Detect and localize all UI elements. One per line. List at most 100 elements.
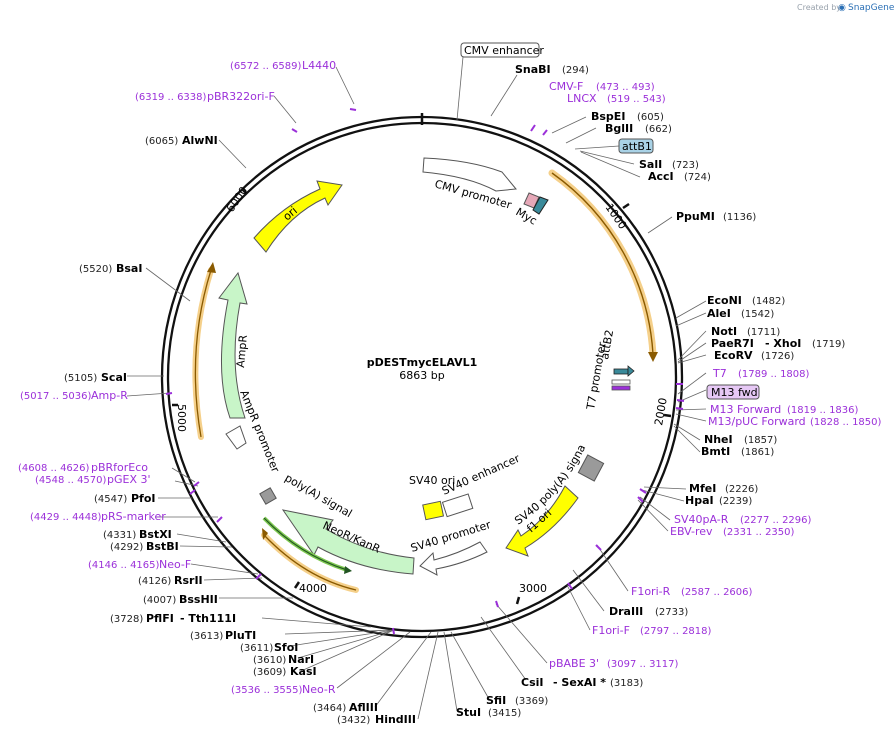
svg-text:AlwNI: AlwNI xyxy=(182,134,218,147)
svg-text:(4007): (4007) xyxy=(143,595,176,606)
boxed-attb1[interactable]: attB1 xyxy=(618,138,654,154)
svg-text:AccI: AccI xyxy=(648,170,674,183)
svg-text:M13/pUC Forward: M13/pUC Forward xyxy=(708,415,806,428)
svg-text:(2277 .. 2296): (2277 .. 2296) xyxy=(740,515,812,526)
svg-text:HindIII: HindIII xyxy=(375,713,416,726)
primer-sv40pa-r: SV40pA-R(2277 .. 2296) xyxy=(674,513,812,526)
svg-text:(3183): (3183) xyxy=(610,678,643,689)
feature-ori[interactable]: ori xyxy=(253,180,343,253)
enzyme-nhei: NheI(1857) xyxy=(704,433,777,446)
enzyme-ppumi: PpuMI(1136) xyxy=(676,210,756,223)
svg-text:(3611): (3611) xyxy=(240,643,273,654)
boxed-cmv-enhancer[interactable]: CMV enhancer xyxy=(460,42,544,58)
svg-text:CsiI: CsiI xyxy=(521,676,543,689)
svg-text:NotI: NotI xyxy=(711,325,737,338)
svg-text:pBR322ori-F: pBR322ori-F xyxy=(207,90,275,103)
feature-sv40-enhancer[interactable]: SV40 enhancer xyxy=(440,452,522,518)
tick-6000: 6000 xyxy=(224,184,251,214)
enzyme-draiii: DraIII(2733) xyxy=(609,605,688,618)
svg-text:(2797 .. 2818): (2797 .. 2818) xyxy=(640,626,712,637)
svg-text:(3415): (3415) xyxy=(488,708,521,719)
boxed-m13-fwd[interactable]: M13 fwd xyxy=(706,384,760,400)
feature-f1-ori[interactable]: f1 ori xyxy=(505,485,579,557)
plasmid-size: 6863 bp xyxy=(399,369,444,382)
enzyme-pfoi: (4547)PfoI xyxy=(94,492,156,505)
svg-text:pRS-marker: pRS-marker xyxy=(101,510,166,523)
enzyme-bsshii: (4007)BssHII xyxy=(143,593,218,606)
svg-text:(4548 .. 4570): (4548 .. 4570) xyxy=(35,475,107,486)
svg-text:T7: T7 xyxy=(712,367,727,380)
feature-myc[interactable]: Myc xyxy=(514,192,549,228)
feature-sv40-promoter[interactable]: SV40 promoter xyxy=(409,518,493,576)
svg-text:(1136): (1136) xyxy=(723,212,756,223)
svg-text:EcoNI: EcoNI xyxy=(707,294,742,307)
svg-text:ScaI: ScaI xyxy=(101,371,127,384)
svg-text:EBV-rev: EBV-rev xyxy=(670,525,713,538)
svg-text:(6065): (6065) xyxy=(145,136,178,147)
primer-pbr322ori-f: (6319 .. 6338)pBR322ori-F xyxy=(135,90,275,103)
attb2-label: attB2 xyxy=(598,329,616,361)
svg-text:(3464): (3464) xyxy=(313,703,346,714)
svg-text:PaeR7I: PaeR7I xyxy=(711,337,754,350)
svg-text:(2226): (2226) xyxy=(725,484,758,495)
svg-text:(519 .. 543): (519 .. 543) xyxy=(607,94,666,105)
svg-text:CMV enhancer: CMV enhancer xyxy=(464,44,544,57)
svg-text:(1726): (1726) xyxy=(761,351,794,362)
svg-text:PflFI: PflFI xyxy=(146,612,174,625)
enzyme-nari: (3610)NarI xyxy=(253,653,314,666)
svg-text:(294): (294) xyxy=(562,65,589,76)
svg-text:(662): (662) xyxy=(645,124,672,135)
svg-text:(3432): (3432) xyxy=(337,715,370,726)
enzyme-bglii: BglII(662) xyxy=(605,122,672,135)
feature-ampr-orf[interactable] xyxy=(192,262,216,440)
svg-text:(605): (605) xyxy=(637,112,664,123)
primer-lncx: LNCX (519 .. 543) xyxy=(567,92,666,105)
svg-text:(1542): (1542) xyxy=(741,309,774,320)
svg-text:(5017 .. 5036): (5017 .. 5036) xyxy=(20,391,92,402)
svg-text:PfoI: PfoI xyxy=(131,492,156,505)
svg-text:SfoI: SfoI xyxy=(274,641,298,654)
enzyme-scai: (5105)ScaI xyxy=(64,371,127,384)
feature-sv40-ori[interactable]: SV40 ori xyxy=(409,474,455,521)
enzyme-acci: AccI (724) xyxy=(648,170,711,183)
svg-text:(3610): (3610) xyxy=(253,655,286,666)
enzyme-snabi: SnaBI(294) xyxy=(515,63,589,76)
svg-text:(724): (724) xyxy=(684,172,711,183)
primer-prs-marker: (4429 .. 4448)pRS-marker xyxy=(30,510,166,523)
svg-text:- SexAI *: - SexAI * xyxy=(553,676,606,689)
feature-cmv-promoter[interactable]: CMV promoter xyxy=(422,157,517,212)
feature-polya-signal[interactable]: poly(A) signal xyxy=(259,471,355,520)
svg-text:(1719): (1719) xyxy=(812,339,845,350)
enzyme-sfoi: (3611)SfoI xyxy=(240,641,298,654)
feature-gray-box-right[interactable] xyxy=(577,454,605,482)
feature-orf-elavl1[interactable] xyxy=(548,169,658,362)
svg-text:(2331 .. 2350): (2331 .. 2350) xyxy=(723,527,795,538)
leader-lines xyxy=(126,56,707,720)
primer-m13-forward: M13 Forward(1819 .. 1836) xyxy=(710,403,859,416)
primer-pgex-3: (4548 .. 4570)pGEX 3' xyxy=(35,473,151,486)
t7-promoter-label: T7 promoter xyxy=(584,341,609,412)
sv40-ori-label: SV40 ori xyxy=(409,474,455,487)
svg-text:LNCX: LNCX xyxy=(567,92,597,105)
svg-text:BssHII: BssHII xyxy=(179,593,218,606)
enzyme-sfii: SfiI(3369) xyxy=(486,694,548,707)
svg-text:(3536 .. 3555): (3536 .. 3555) xyxy=(231,685,303,696)
ampr-label: AmpR xyxy=(234,334,250,368)
svg-text:(3097 .. 3117): (3097 .. 3117) xyxy=(607,659,679,670)
svg-text:HpaI: HpaI xyxy=(685,494,714,507)
enzyme-pflfi-tth111i: (3728)PflFI- Tth111I xyxy=(110,612,236,625)
svg-text:KasI: KasI xyxy=(290,665,317,678)
primer-neo-r: (3536 .. 3555)Neo-R xyxy=(231,683,336,696)
feature-neor-kanr[interactable]: NeoR/KanR xyxy=(261,509,415,593)
feature-attb2[interactable]: attB2 T7 promoter xyxy=(584,329,635,412)
enzyme-mfei: MfeI(2226) xyxy=(689,482,758,495)
svg-text:AflIII: AflIII xyxy=(349,701,378,714)
svg-text:SfiI: SfiI xyxy=(486,694,506,707)
svg-text:NarI: NarI xyxy=(288,653,314,666)
primer-amp-r: (5017 .. 5036)Amp-R xyxy=(20,389,128,402)
svg-text:(3613): (3613) xyxy=(190,631,223,642)
svg-text:(1819 .. 1836): (1819 .. 1836) xyxy=(787,405,859,416)
feature-ampr[interactable]: AmpR xyxy=(218,271,250,419)
svg-text:BstBI: BstBI xyxy=(146,540,179,553)
